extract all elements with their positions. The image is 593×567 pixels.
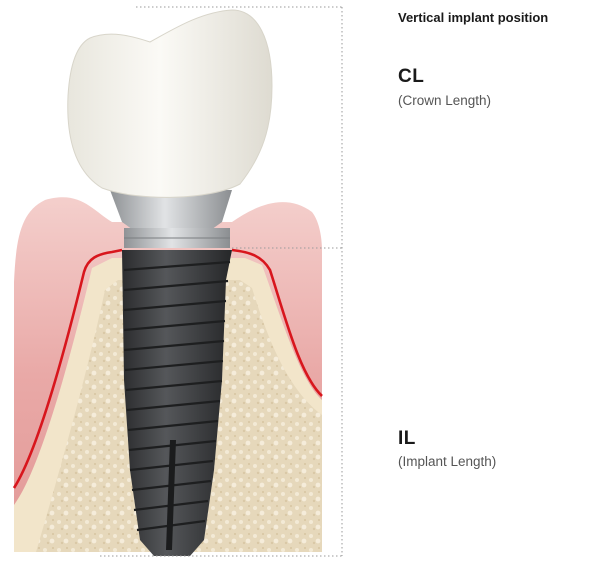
implant-length-abbr: IL bbox=[398, 428, 416, 450]
crown-length-description: (Crown Length) bbox=[398, 93, 491, 108]
crown bbox=[68, 10, 272, 197]
crown-length-abbr: CL bbox=[398, 66, 424, 88]
diagram-title: Vertical implant position bbox=[398, 10, 548, 25]
abutment bbox=[110, 190, 232, 248]
implant-length-description: (Implant Length) bbox=[398, 454, 496, 469]
